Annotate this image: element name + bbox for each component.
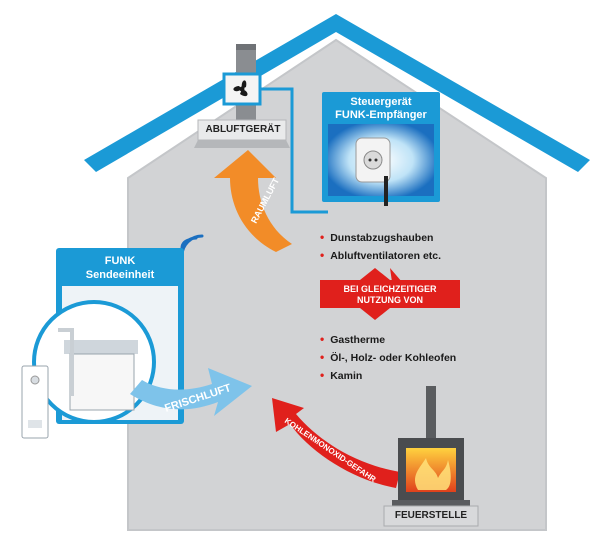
bei-gleichzeitiger-label: BEI GLEICHZEITIGER NUTZUNG VON [322, 284, 458, 306]
list-item: •Abluftventilatoren etc. [320, 248, 442, 262]
flame-icon [415, 458, 451, 490]
control-wire [260, 87, 328, 214]
steuergeraet-title: Steuergerät FUNK-Empfänger [326, 96, 436, 122]
bei-line1: BEI GLEICHZEITIGER [343, 284, 437, 294]
abluftgeraet-label: ABLUFTGERÄT [205, 124, 281, 135]
list-item-text: Öl-, Holz- oder Kohleofen [330, 352, 457, 364]
list-item: •Gastherme [320, 332, 386, 346]
list-item: •Kamin [320, 368, 363, 382]
list-item-text: Dunstabzugshauben [330, 232, 434, 244]
fan-icon [233, 80, 248, 97]
window-sensor-icon [21, 365, 49, 439]
bei-line2: NUTZUNG VON [357, 295, 423, 305]
list-item-text: Gastherme [330, 334, 386, 346]
arrow-frischluft [130, 368, 252, 416]
abluft-base [194, 140, 290, 148]
list-item: •Dunstabzugshauben [320, 230, 434, 244]
arrow-kohlenmonoxid [272, 398, 400, 488]
stove-icon [392, 386, 470, 506]
steuergeraet-title-line2: FUNK-Empfänger [335, 109, 427, 121]
list-item-text: Abluftventilatoren etc. [330, 250, 442, 262]
bei-badge [320, 280, 460, 308]
arrow-raumluft [214, 150, 292, 252]
steuergeraet-title-line1: Steuergerät [350, 96, 412, 108]
list-item: •Öl-, Holz- oder Kohleofen [320, 350, 457, 364]
bei-badge-diamond [390, 268, 402, 282]
funk-title-line1: FUNK [104, 255, 136, 267]
feuerstelle-plate [383, 505, 479, 527]
feuerstelle-label: FEUERSTELLE [394, 510, 468, 521]
funk-title: FUNK Sendeeinheit [62, 254, 178, 282]
plug-socket-icon [355, 137, 391, 206]
list-item-text: Kamin [330, 370, 363, 382]
funk-title-line2: Sendeeinheit [85, 269, 155, 281]
